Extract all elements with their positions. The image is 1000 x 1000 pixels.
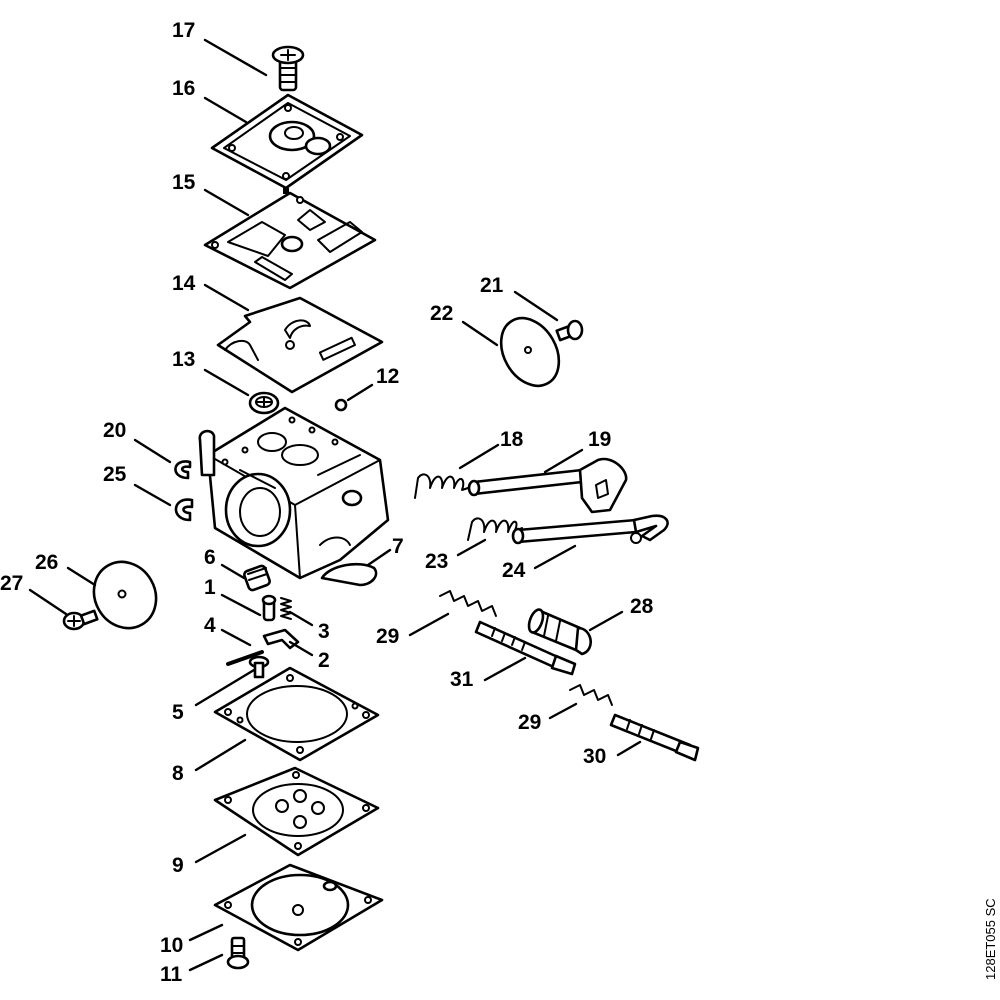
callout-23: 23 (425, 550, 448, 573)
callout-2: 2 (318, 649, 330, 672)
part-10-pump-cover (213, 863, 384, 952)
part-7-throttle-stop (320, 562, 378, 587)
part-8-gasket (213, 666, 380, 762)
part-22-disc (499, 316, 561, 388)
callout-9: 9 (172, 854, 184, 877)
callout-29-lower: 29 (518, 711, 541, 734)
callout-12: 12 (376, 365, 399, 388)
part-17-screw (271, 45, 305, 92)
callout-30: 30 (583, 745, 606, 768)
carburetor-body (198, 406, 390, 580)
callout-5: 5 (172, 701, 184, 724)
part-14-diaphragm (216, 296, 384, 394)
part-6-plug (243, 564, 271, 592)
part-9-pump-diaphragm (213, 766, 380, 857)
callout-3: 3 (318, 620, 330, 643)
callout-6: 6 (204, 546, 216, 569)
part-24-choke-shaft (511, 514, 669, 545)
callout-29-upper: 29 (376, 625, 399, 648)
callout-18: 18 (500, 428, 524, 451)
callout-7: 7 (392, 535, 404, 558)
part-12-ball (334, 398, 348, 412)
callout-13: 13 (172, 348, 195, 371)
callout-19: 19 (588, 428, 611, 451)
part-29-spring-lower (569, 684, 613, 706)
callout-31: 31 (450, 668, 474, 691)
callout-25: 25 (103, 463, 127, 486)
part-26-disc (92, 560, 158, 630)
callout-1: 1 (204, 576, 216, 599)
part-25-circlip (174, 498, 194, 522)
callout-28: 28 (630, 595, 654, 618)
part-29-spring-upper (439, 590, 497, 617)
part-31-adjusting-screw (474, 620, 577, 676)
part-3-spring (280, 597, 292, 620)
part-16-cover-plate (210, 93, 364, 194)
part-2-lever (262, 628, 300, 650)
callout-14: 14 (172, 272, 196, 295)
callout-8: 8 (172, 762, 184, 785)
callout-15: 15 (172, 171, 196, 194)
callout-16: 16 (172, 77, 195, 100)
part-23-spring (467, 517, 523, 541)
part-15-gasket (203, 191, 377, 290)
part-13-strainer (248, 391, 280, 415)
callout-10: 10 (160, 934, 183, 957)
callout-20: 20 (103, 419, 126, 442)
callout-numbers: 17 16 15 14 13 12 20 25 18 19 21 22 23 2… (0, 19, 654, 986)
callout-17: 17 (172, 19, 195, 42)
part-11-screw (226, 936, 250, 970)
part-18-spring (414, 473, 469, 499)
leader-lines (28, 38, 642, 972)
callout-24: 24 (502, 559, 526, 582)
part-19-throttle-shaft (467, 457, 628, 514)
callout-26: 26 (35, 551, 58, 574)
callout-27: 27 (0, 572, 23, 595)
part-4-pin (226, 650, 264, 666)
part-20-circlip (174, 460, 192, 480)
part-21-screw (555, 319, 584, 342)
part-5-screw (248, 655, 270, 679)
callout-4: 4 (204, 614, 216, 637)
callout-21: 21 (480, 274, 504, 297)
reference-code: 128ET055 SC (983, 898, 998, 980)
part-30-adjusting-screw (609, 713, 700, 762)
callout-22: 22 (430, 302, 453, 325)
part-1-inlet-needle (261, 594, 277, 622)
part-27-screw (62, 609, 99, 631)
part-28-limiter-cap (527, 608, 592, 656)
callout-11: 11 (160, 963, 183, 986)
